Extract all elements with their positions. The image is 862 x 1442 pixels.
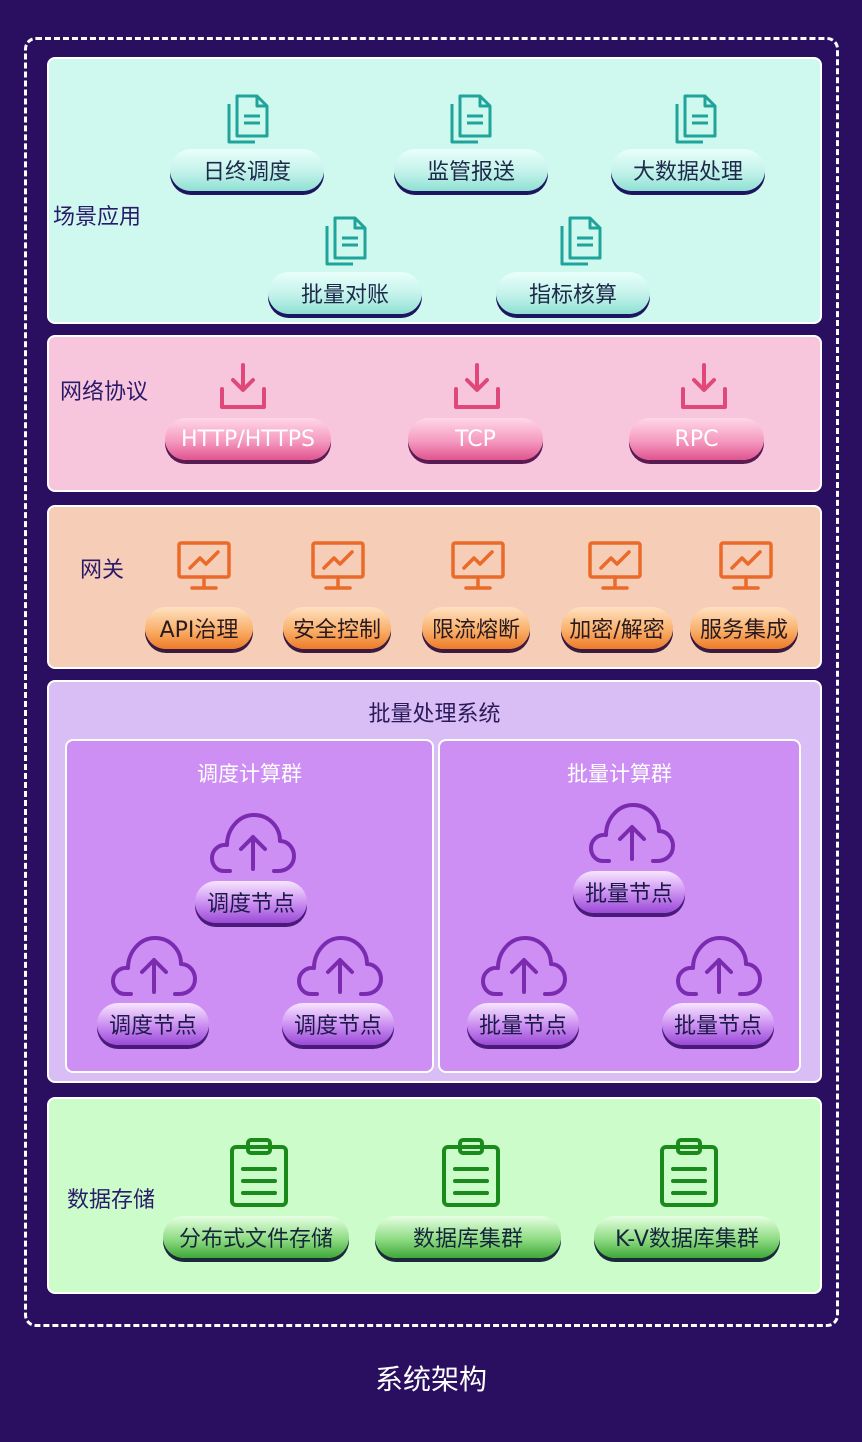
gateway-item: API治理 bbox=[145, 607, 253, 649]
download-icon bbox=[454, 363, 500, 409]
monitor-chart-icon bbox=[451, 541, 505, 590]
scheduler-node: 调度节点 bbox=[97, 1003, 209, 1045]
scheduler-node: 调度节点 bbox=[282, 1003, 394, 1045]
document-icon bbox=[325, 216, 367, 266]
gateway-item: 加密/解密 bbox=[561, 607, 673, 649]
cloud-upload-icon bbox=[297, 936, 383, 996]
scene-layer: 场景应用 日终调度 监管报送 大数据处理 bbox=[47, 57, 822, 324]
document-icon bbox=[450, 94, 492, 144]
monitor-chart-icon bbox=[588, 541, 642, 590]
gateway-item: 安全控制 bbox=[283, 607, 391, 649]
scene-item: 批量对账 bbox=[268, 272, 422, 314]
compute-cluster-title: 批量计算群 bbox=[567, 762, 672, 786]
storage-item: 数据库集群 bbox=[375, 1216, 561, 1258]
compute-node: 批量节点 bbox=[467, 1003, 579, 1045]
compute-node: 批量节点 bbox=[573, 871, 685, 913]
cloud-upload-icon bbox=[589, 803, 675, 863]
storage-item: 分布式文件存储 bbox=[163, 1216, 349, 1258]
cloud-upload-icon bbox=[210, 813, 296, 873]
diagram-caption: 系统架构 bbox=[374, 1363, 487, 1396]
compute-node: 批量节点 bbox=[662, 1003, 774, 1045]
scheduler-cluster-title: 调度计算群 bbox=[197, 762, 302, 786]
download-icon bbox=[220, 363, 266, 409]
scene-item: 日终调度 bbox=[170, 149, 324, 191]
monitor-chart-icon bbox=[177, 541, 231, 590]
gateway-item: 服务集成 bbox=[690, 607, 798, 649]
storage-layer: 数据存储 分布式文件存储 数据库集群 K-V数据库集群 bbox=[47, 1097, 822, 1294]
scene-layer-title: 场景应用 bbox=[53, 205, 142, 230]
protocol-layer-title: 网络协议 bbox=[60, 380, 149, 405]
clipboard-icon bbox=[442, 1138, 500, 1207]
scene-item: 指标核算 bbox=[496, 272, 650, 314]
document-icon bbox=[560, 216, 602, 266]
scene-item: 大数据处理 bbox=[611, 149, 765, 191]
cloud-upload-icon bbox=[111, 936, 197, 996]
scheduler-cluster: 调度计算群 调度节点 调度节点 调度节点 bbox=[65, 739, 434, 1073]
storage-item: K-V数据库集群 bbox=[594, 1216, 780, 1258]
gateway-layer-title: 网关 bbox=[80, 558, 125, 583]
protocol-item: TCP bbox=[408, 418, 543, 460]
clipboard-icon bbox=[230, 1138, 288, 1207]
download-icon bbox=[681, 363, 727, 409]
document-icon bbox=[227, 94, 269, 144]
batch-layer-title: 批量处理系统 bbox=[368, 702, 501, 727]
document-icon bbox=[675, 94, 717, 144]
protocol-layer: 网络协议 HTTP/HTTPS TCP RPC bbox=[47, 335, 822, 492]
cloud-upload-icon bbox=[676, 936, 762, 996]
monitor-chart-icon bbox=[311, 541, 365, 590]
scheduler-node: 调度节点 bbox=[195, 881, 307, 923]
protocol-item: RPC bbox=[629, 418, 764, 460]
cloud-upload-icon bbox=[481, 936, 567, 996]
gateway-layer: 网关 API治理 安全控制 限流熔断 加密/解密 bbox=[47, 505, 822, 669]
scene-item: 监管报送 bbox=[394, 149, 548, 191]
compute-cluster: 批量计算群 批量节点 批量节点 批量节点 bbox=[438, 739, 801, 1073]
monitor-chart-icon bbox=[719, 541, 773, 590]
clipboard-icon bbox=[660, 1138, 718, 1207]
gateway-item: 限流熔断 bbox=[422, 607, 530, 649]
storage-layer-title: 数据存储 bbox=[67, 1188, 156, 1213]
architecture-frame bbox=[24, 37, 839, 1327]
batch-layer: 批量处理系统 调度计算群 调度节点 调度节点 调度节点 批量计算群 bbox=[47, 680, 822, 1083]
protocol-item: HTTP/HTTPS bbox=[165, 418, 331, 460]
